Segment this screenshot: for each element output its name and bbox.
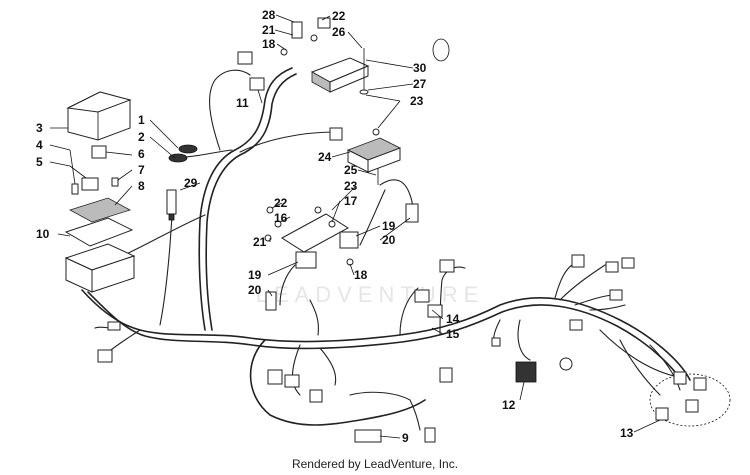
callout-25: 25 <box>344 163 358 177</box>
ecu-module <box>310 57 370 93</box>
callout-6: 6 <box>138 147 145 161</box>
callout-3: 3 <box>36 121 43 135</box>
callout-26: 26 <box>332 25 346 39</box>
callout-22-top: 22 <box>332 9 346 23</box>
main-harness <box>81 67 691 431</box>
footer-credit: Rendered by LeadVenture, Inc. <box>291 457 459 471</box>
callout-17: 17 <box>344 194 358 208</box>
callout-13: 13 <box>620 426 634 440</box>
callout-19-right: 19 <box>382 219 396 233</box>
relay-connector-1 <box>168 144 198 163</box>
callout-18-bottom: 18 <box>354 268 368 282</box>
callout-20-left: 20 <box>248 283 262 297</box>
callout-20-right: 20 <box>382 233 396 247</box>
callout-1: 1 <box>138 113 145 127</box>
retaining-ring <box>432 38 450 62</box>
fuse-box-cover <box>66 91 132 141</box>
watermark: LEADVENTURE <box>256 282 485 307</box>
ecu-bracket-parts <box>280 17 369 95</box>
callout-18-top: 18 <box>262 37 276 51</box>
relay-12 <box>515 357 573 383</box>
callout-28: 28 <box>262 8 276 22</box>
callout-21-bottom: 21 <box>253 235 267 249</box>
callout-9: 9 <box>402 431 409 445</box>
callout-21-top: 21 <box>262 23 276 37</box>
callout-8: 8 <box>138 179 145 193</box>
callout-27: 27 <box>413 77 427 91</box>
callout-15: 15 <box>446 327 460 341</box>
caps-20 <box>265 203 419 311</box>
callout-10: 10 <box>36 227 50 241</box>
fuse-box-gasket <box>64 217 134 247</box>
connector-11 <box>237 51 265 91</box>
fuse-panel-label <box>68 197 132 223</box>
relay <box>81 145 107 191</box>
callout-24: 24 <box>318 150 332 164</box>
callout-22-middle: 22 <box>274 196 288 210</box>
oxygen-sensor <box>166 189 177 221</box>
leader-lines <box>49 14 661 439</box>
sensor-connectors-13 <box>649 371 731 427</box>
callout-30: 30 <box>413 61 427 75</box>
callout-12: 12 <box>502 398 516 412</box>
callout-2: 2 <box>138 130 145 144</box>
callout-16: 16 <box>274 211 288 225</box>
callout-7: 7 <box>138 163 145 177</box>
callout-23-middle: 23 <box>344 179 358 193</box>
harness-connectors <box>97 254 635 443</box>
callout-11: 11 <box>236 96 249 110</box>
mount-bracket <box>281 213 359 269</box>
callout-4: 4 <box>36 138 43 152</box>
callout-5: 5 <box>36 155 43 169</box>
callout-19-left: 19 <box>248 268 262 282</box>
callout-29: 29 <box>184 176 198 190</box>
callout-23-top: 23 <box>410 94 424 108</box>
callout-14: 14 <box>446 312 460 326</box>
voltage-regulator <box>329 127 401 173</box>
callout-numbers: 1 2 3 4 5 6 7 8 9 10 11 12 13 14 15 16 1… <box>36 8 634 445</box>
fuse-box <box>64 243 136 293</box>
